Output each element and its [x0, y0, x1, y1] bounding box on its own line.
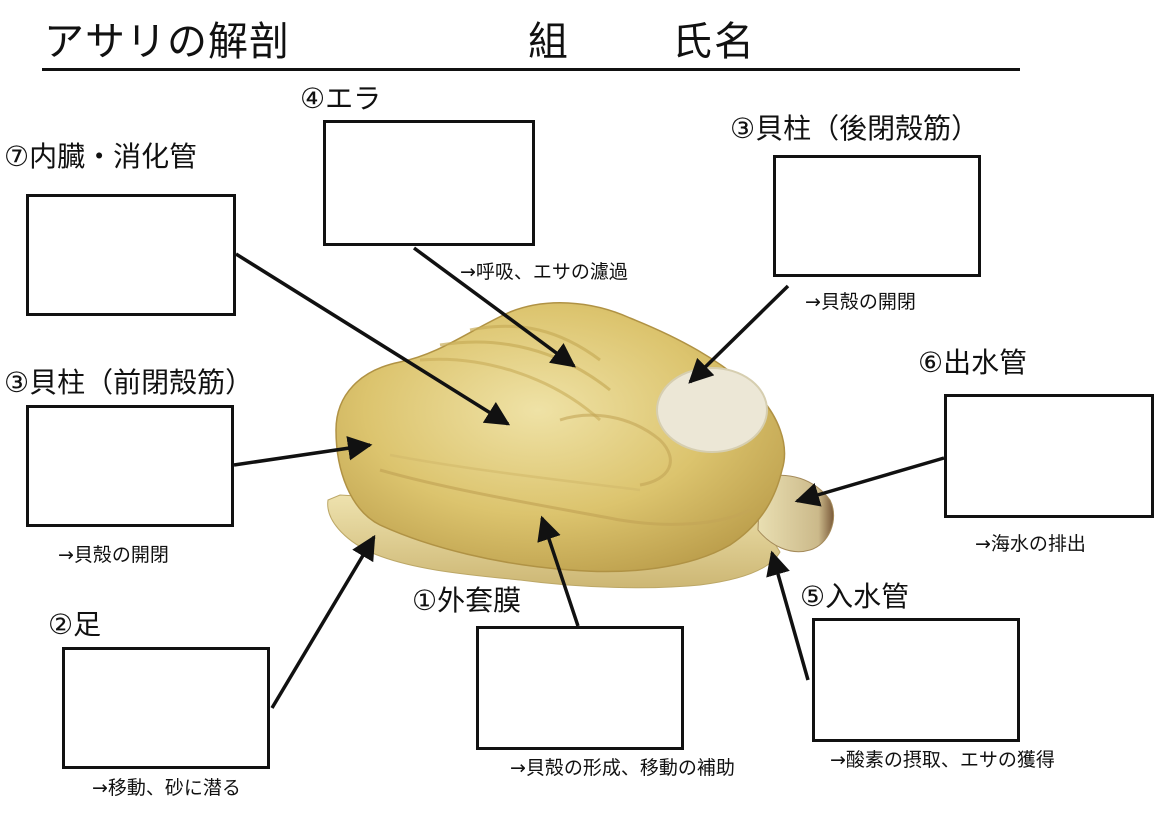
name-label: 氏名 — [672, 19, 756, 65]
arrow-inhalant-siphon — [766, 550, 810, 681]
note-exhalant-siphon: →海水の排出 — [975, 533, 1086, 555]
label-inhalant-siphon: ⑤入水管 — [800, 580, 910, 613]
label-anterior-adductor: ③貝柱（前閉殻筋） — [4, 366, 254, 399]
note-foot: →移動、砂に潜る — [92, 777, 241, 799]
arrow-foot — [270, 534, 376, 709]
posterior-adductor-shape — [656, 367, 768, 453]
arrow-mantle — [537, 515, 580, 627]
arrow-viscera — [235, 252, 511, 426]
note-gills: →呼吸、エサの濾過 — [460, 261, 628, 283]
note-mantle: →貝殻の形成、移動の補助 — [510, 757, 735, 779]
note-posterior-adductor: →貝殻の開閉 — [805, 291, 916, 313]
header-underline — [42, 68, 1020, 71]
label-posterior-adductor: ③貝柱（後閉殻筋） — [730, 112, 980, 145]
arrow-gills — [412, 246, 576, 368]
clam-body — [335, 302, 786, 573]
label-gills: ④エラ — [300, 82, 382, 115]
arrow-anterior-adductor — [233, 436, 373, 467]
arrow-exhalant-siphon — [794, 456, 945, 507]
answer-box-gills[interactable] — [323, 120, 535, 246]
answer-box-inhalant-siphon[interactable] — [812, 618, 1020, 742]
label-exhalant-siphon: ⑥出水管 — [918, 346, 1028, 379]
worksheet-title: アサリの解剖 — [44, 19, 290, 65]
class-label: 組 — [528, 19, 568, 65]
answer-box-anterior-adductor[interactable] — [26, 405, 234, 527]
label-mantle: ①外套膜 — [412, 584, 522, 617]
note-inhalant-siphon: →酸素の摂取、エサの獲得 — [830, 749, 1055, 771]
note-anterior-adductor: →貝殻の開閉 — [58, 544, 169, 566]
answer-box-exhalant-siphon[interactable] — [944, 394, 1154, 518]
label-foot: ②足 — [48, 608, 102, 641]
answer-box-posterior-adductor[interactable] — [773, 155, 981, 277]
label-viscera: ⑦内臓・消化管 — [4, 140, 198, 173]
arrow-posterior-adductor — [688, 284, 790, 384]
answer-box-foot[interactable] — [62, 647, 270, 769]
answer-box-viscera[interactable] — [26, 194, 236, 316]
answer-box-mantle[interactable] — [476, 626, 684, 750]
